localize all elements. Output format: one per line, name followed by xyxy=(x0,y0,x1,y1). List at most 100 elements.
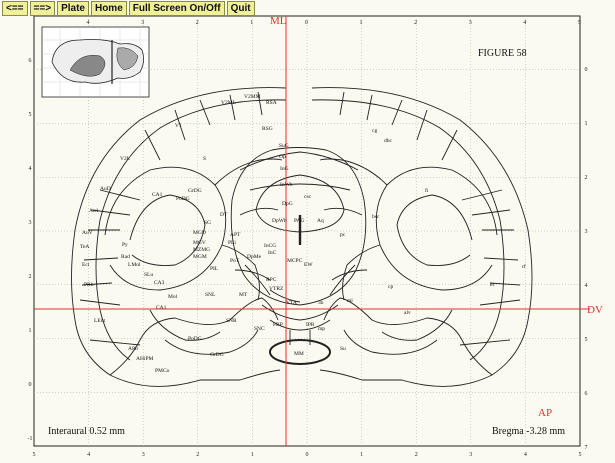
region-label: MGD xyxy=(193,230,206,236)
region-label: V2ML xyxy=(221,100,237,106)
scale-number: 5 xyxy=(579,452,582,458)
scale-number: 3 xyxy=(469,20,472,26)
scale-number: 3 xyxy=(142,452,145,458)
scale-number: 4 xyxy=(585,283,588,289)
region-label: bsc xyxy=(372,214,380,220)
region-label: csc xyxy=(304,194,312,200)
region-label: SNR xyxy=(226,318,237,324)
region-label: cg xyxy=(372,128,377,134)
region-label: cp xyxy=(388,284,393,290)
region-label: CA1 xyxy=(156,305,167,311)
scale-number: 6 xyxy=(585,391,588,397)
region-label: ec xyxy=(490,282,495,288)
next-plate-button[interactable]: ==> xyxy=(29,1,56,16)
region-label: MCPC xyxy=(287,258,303,264)
scale-number: 4 xyxy=(524,452,527,458)
home-button[interactable]: Home xyxy=(90,1,127,16)
region-label: MM xyxy=(294,351,304,357)
scale-number: 2 xyxy=(196,452,199,458)
region-label: PoDG xyxy=(176,196,190,202)
scale-number: 1 xyxy=(251,452,254,458)
scale-number: 3 xyxy=(29,220,32,226)
scale-number: 0 xyxy=(29,382,32,388)
prev-plate-button[interactable]: <== xyxy=(2,1,28,16)
region-label: alv xyxy=(404,310,411,316)
region-label: PoDG xyxy=(188,336,202,342)
region-label: MZMG xyxy=(193,247,210,253)
region-label: PoT xyxy=(230,258,240,264)
region-label: RSG xyxy=(262,126,273,132)
region-label: LMol xyxy=(128,262,141,268)
region-label: Rad xyxy=(121,254,130,260)
region-label: DpWh xyxy=(272,218,287,224)
ml-label: ML xyxy=(270,15,287,27)
region-label: SNC xyxy=(254,326,265,332)
region-label: RPC xyxy=(266,277,277,283)
scale-number: 1 xyxy=(250,20,253,26)
scale-number: 0 xyxy=(305,20,308,26)
left-hemisphere xyxy=(71,87,287,387)
scale-number: 2 xyxy=(414,20,417,26)
region-label: AuD xyxy=(100,186,111,192)
region-label: MGM xyxy=(193,254,207,260)
region-label: Op xyxy=(279,154,286,160)
region-label: APT xyxy=(230,232,241,238)
scale-number: 3 xyxy=(585,229,588,235)
quit-button[interactable]: Quit xyxy=(226,1,255,16)
region-label: SNL xyxy=(205,292,216,298)
region-label: TeA xyxy=(80,244,89,250)
region-label: Su xyxy=(340,346,346,352)
scale-number: 1 xyxy=(29,328,32,334)
scale-number: 3 xyxy=(141,20,144,26)
scale-number: 0 xyxy=(306,452,309,458)
region-label: pc xyxy=(340,232,346,238)
region-label: rf xyxy=(522,263,526,270)
region-label: Py xyxy=(122,242,128,248)
figure-title: FIGURE 58 xyxy=(478,48,527,59)
ap-label: AP xyxy=(538,407,552,419)
region-label: MGV xyxy=(193,240,206,246)
region-label: PAG xyxy=(294,218,305,224)
bregma-readout: Bregma -3.28 mm xyxy=(492,426,565,437)
scale-number: 5 xyxy=(29,112,32,118)
scale-number: 5 xyxy=(585,337,588,343)
region-label: SLu xyxy=(144,272,153,278)
coordinate-grid xyxy=(34,16,580,446)
plate-button[interactable]: Plate xyxy=(57,1,89,16)
region-label: PRh xyxy=(84,282,94,288)
scale-number: 4 xyxy=(523,20,526,26)
region-label: fi xyxy=(425,187,429,194)
region-label: InWh xyxy=(280,182,293,188)
mm-nucleus xyxy=(269,339,331,365)
region-labels: V1 V2ML V2MM RSA RSG V2L S AuD Au1 AuV T… xyxy=(80,94,526,374)
region-label: Mol xyxy=(168,294,178,300)
interaural-readout: Interaural 0.52 mm xyxy=(48,426,125,437)
scale-number: 0 xyxy=(585,67,588,73)
region-label: APir xyxy=(128,346,139,352)
region-label: PBP xyxy=(273,322,283,328)
region-label: CA1 xyxy=(152,192,163,198)
region-label: PLi xyxy=(228,240,236,246)
region-label: DT xyxy=(220,212,228,218)
right-hemisphere xyxy=(311,87,533,387)
inset-thumbnail xyxy=(41,26,150,98)
scale-number: 5 xyxy=(33,452,36,458)
scale-number: 5 xyxy=(578,20,581,26)
fullscreen-toggle-button[interactable]: Full Screen On/Off xyxy=(128,1,225,16)
scale-number: 1 xyxy=(360,452,363,458)
region-label: VTA xyxy=(286,300,297,306)
region-label: dhc xyxy=(384,138,393,144)
scale-number: 1 xyxy=(360,20,363,26)
region-label: SuG xyxy=(279,143,289,149)
scale-number: -1 xyxy=(28,436,33,442)
region-label: VTRZ xyxy=(269,286,284,292)
navigation-toolbar: <== ==> Plate Home Full Screen On/Off Qu… xyxy=(0,0,257,18)
region-label: DpG xyxy=(282,201,293,207)
scale-number: 4 xyxy=(87,20,90,26)
region-label: V1 xyxy=(175,123,182,129)
scale-number: 3 xyxy=(469,452,472,458)
